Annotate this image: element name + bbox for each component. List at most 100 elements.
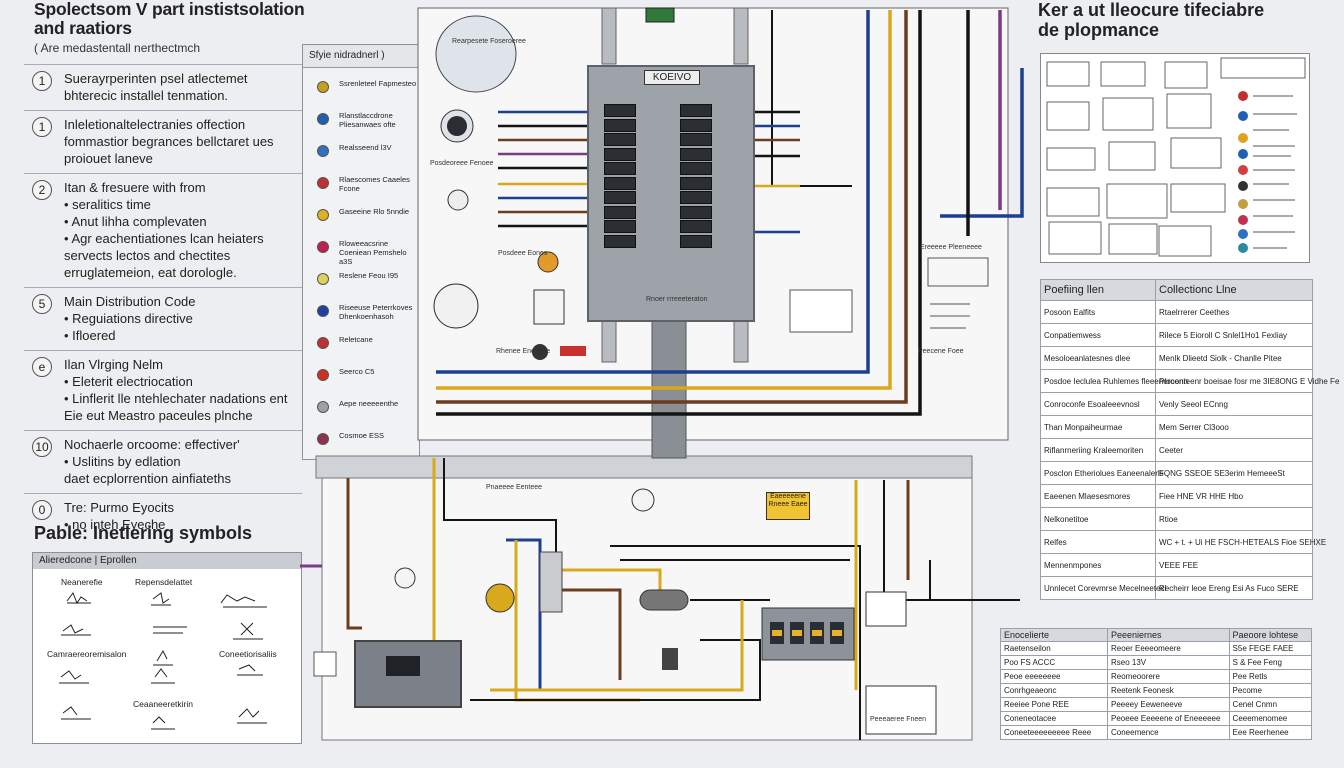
table-cell: Menlk Dlieetd Siolk - Chanlle Pitee	[1155, 346, 1313, 370]
symbols-drawing	[59, 591, 267, 730]
annotation: Posdeoreee Fenoee	[430, 160, 494, 167]
sketch-card	[1166, 93, 1212, 129]
step-number: 5	[32, 294, 52, 314]
table-cell: Coneemence	[1107, 725, 1230, 740]
legend-label: Reslene Feou I95	[339, 271, 399, 280]
table-cell: Mennenmpones	[1040, 553, 1156, 577]
table-cell: Eaeenen Mlaesesmores	[1040, 484, 1156, 508]
breaker	[680, 133, 712, 146]
table-cell: Posoon Ealfits	[1040, 300, 1156, 324]
meter-dial-face	[447, 116, 467, 136]
wire-brown	[436, 10, 908, 404]
table-cell: Poo FS ACCC	[1000, 655, 1108, 670]
terminal-block	[539, 551, 563, 613]
breaker	[604, 176, 636, 190]
annotation: Peeeaeree Fneen	[870, 716, 927, 723]
green-tag	[645, 7, 675, 23]
table-cell: Reeiee Pone REE	[1000, 697, 1108, 712]
indicator-lamp	[447, 189, 469, 211]
step-line: Eie eut Meastro paceules plnche	[64, 408, 253, 423]
step-line: Main Distribution Code	[64, 294, 196, 309]
breaker	[680, 147, 712, 161]
warning-label: Eaeeeeene Rneee Eaee	[766, 492, 810, 520]
breaker	[604, 118, 636, 132]
symbol-sketch	[233, 622, 263, 640]
sketch-card	[1164, 61, 1208, 89]
symbol-sketch	[61, 624, 91, 636]
breaker	[680, 234, 712, 248]
sketch-card	[1158, 225, 1212, 257]
control-cabinet	[354, 640, 462, 708]
table-cell: Ceeter	[1155, 438, 1313, 462]
table-cell: Conpatiemwess	[1040, 323, 1156, 347]
table-cell: Relfes	[1040, 530, 1156, 554]
step-line: Nochaerle orcoome: effectiver'	[64, 437, 240, 452]
step-line: daet ecplorrention ainfiateths	[64, 471, 231, 486]
table-cell: Reomeoorere	[1107, 669, 1230, 684]
conduit	[733, 317, 749, 363]
symbol-sketch	[153, 649, 173, 666]
sketch-card	[1100, 61, 1146, 87]
lamp	[394, 567, 416, 589]
breaker	[604, 147, 636, 161]
orange-indicator	[537, 251, 559, 273]
legend-label: Rloweeacsrine Coeniean Pemshelo a3S	[339, 239, 407, 266]
sketch-card	[1046, 61, 1090, 87]
table-header: Collectionc Llne	[1155, 279, 1313, 301]
breaker	[680, 118, 712, 132]
sketch-card	[1170, 137, 1222, 169]
wire-blue	[436, 10, 870, 374]
breaker	[680, 162, 712, 175]
bus-bar	[315, 455, 973, 479]
breaker	[680, 220, 712, 233]
breaker-toggle	[812, 630, 822, 636]
table-cell: Plocenteenr boeisae fosr me 3IE8ONG E Vi…	[1155, 369, 1339, 393]
legend-color-icon	[317, 81, 329, 93]
legend-label: Gaseeine Rlo 5nndie	[339, 207, 410, 216]
legend-color-icon	[317, 273, 329, 285]
legend-color-icon	[317, 209, 329, 221]
sketch-card	[1108, 223, 1158, 255]
breaker	[680, 104, 712, 117]
breaker-array	[761, 607, 855, 661]
table-cell: Coneneotacee	[1000, 711, 1108, 726]
symbol-sketch	[66, 591, 91, 605]
switch-knob	[532, 344, 548, 360]
table-cell: Unnlecet Corevmrse Mecelneetecl	[1040, 576, 1166, 600]
page-title: Spolectsom V part instistsolation and ra…	[34, 0, 305, 38]
panel-label: KOEIVO	[644, 70, 700, 85]
legend-label: Rlanstlaccdrone Pliesanwaes ofte	[339, 111, 396, 129]
legend-label: Ssrenleteel Fapmesteo	[339, 79, 417, 88]
table-cell: Posclon Etheriolues Eaneenalerls	[1040, 461, 1164, 485]
meter-housing	[435, 15, 517, 93]
step-line: Ilan Vlrging Nelm	[64, 357, 163, 372]
legend-color-icon	[317, 433, 329, 445]
breaker	[604, 104, 636, 117]
step-line: • no inteh Eyeche	[64, 517, 166, 532]
sketch-card	[1102, 97, 1154, 131]
breaker	[604, 162, 636, 175]
lower-wire	[929, 560, 1020, 601]
legend-color-icon	[317, 113, 329, 125]
legend-label: Riseeuse Peterrkoves Dhenkoenhasoh	[339, 303, 413, 321]
sketch-card	[1106, 183, 1168, 219]
legend-label: Cosmoe ESS	[339, 431, 385, 440]
breaker	[680, 176, 712, 190]
table-header: Paeoore lohtese	[1228, 628, 1313, 642]
legend-label: Seerco C5	[339, 367, 375, 376]
annotation: Posdeee Eones	[498, 250, 548, 257]
symbol-sketch	[151, 668, 175, 684]
table-header: Peeeniernes	[1107, 628, 1230, 642]
sketch-card	[1046, 147, 1096, 171]
step-line: proiouet laneve	[64, 151, 153, 166]
